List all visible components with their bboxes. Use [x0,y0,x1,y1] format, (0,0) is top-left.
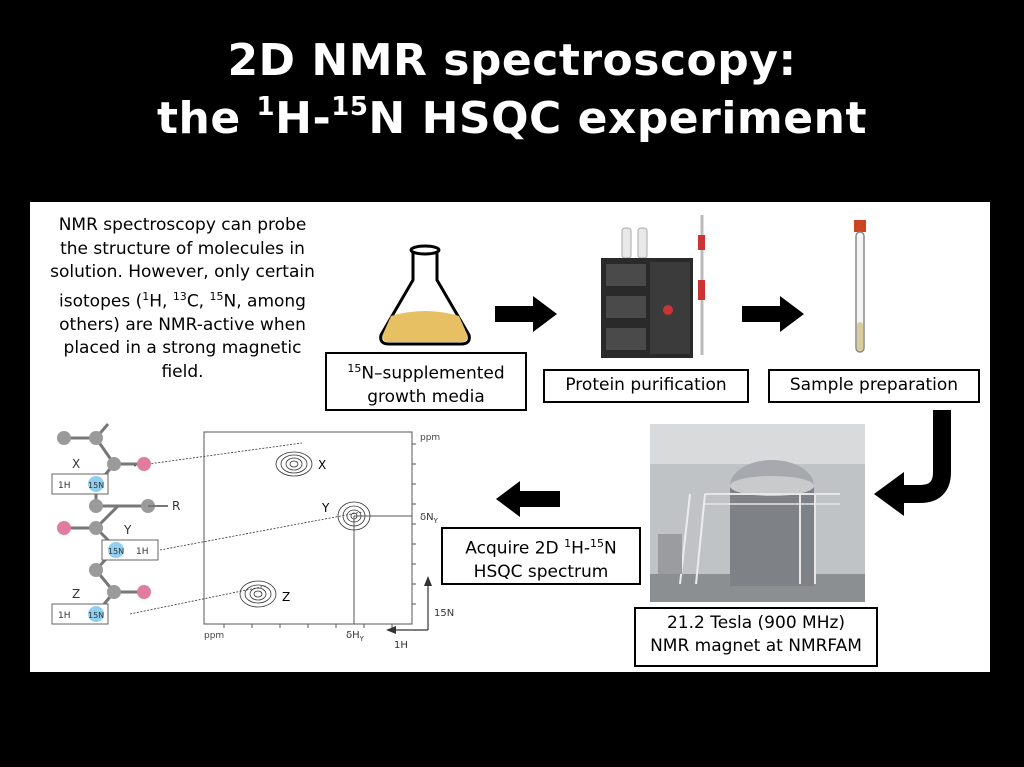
h-atom-y: 1H [136,547,149,557]
h-atom-z: 1H [58,611,71,621]
arrow-right-icon [742,296,804,332]
residue-y-label: Y [123,523,132,537]
diagram-panel: NMR spectroscopy can probe the structure… [30,202,990,672]
arrow-left-icon [496,481,560,517]
residue-x-label: X [72,457,80,471]
arrow-right-icon [495,296,557,332]
n-atom-y: 15N [108,547,124,556]
peak-z-label: Z [282,590,290,604]
side-chain-r-label: R [172,499,180,513]
intro-text: NMR spectroscopy can probe the structure… [50,215,315,382]
media-box: 15N–supplemented growth media [325,352,527,411]
axis-h-label: 1H [394,640,408,651]
peak-y-label: Y [321,501,330,515]
n-atom-x: 15N [88,481,104,490]
ppm-top-label: ppm [420,433,440,443]
dh-label: δH [346,630,360,641]
bent-arrow-icon [874,410,951,516]
hsqc-spectrum: X Y Z ppm ppm δNY δHY 15N 1H [203,431,454,651]
residue-z-label: Z [72,587,80,601]
svg-text:δNY: δNY [420,512,439,525]
nmr-tube-icon [854,220,866,353]
magnet-box: 21.2 Tesla (900 MHz) NMR magnet at NMRFA… [634,607,878,667]
n-atom-z: 15N [88,611,104,620]
acquire-box: Acquire 2D 1H-15N HSQC spectrum [441,527,641,585]
chromatography-system-icon [601,215,705,358]
peak-x [275,451,313,477]
flask-icon [379,244,471,346]
title-line-1: 2D NMR spectroscopy: [227,35,797,86]
dn-label: δN [420,512,434,523]
nmr-magnet-photo [650,424,865,602]
slide-title: 2D NMR spectroscopy: the 1H-15N HSQC exp… [0,32,1024,148]
protein-backbone-diagram: 1H 15N 15N 1H 1H 15N X Y Z R [51,423,363,625]
h-atom-x: 1H [58,481,71,491]
svg-text:δHY: δHY [346,630,365,643]
peak-x-label: X [318,458,326,472]
purification-box: Protein purification [543,369,749,403]
axis-n-label: 15N [434,608,454,619]
ppm-bottom-label: ppm [204,631,224,641]
title-line-2: the 1H-15N HSQC experiment [157,92,867,144]
sample-box: Sample preparation [768,369,980,403]
